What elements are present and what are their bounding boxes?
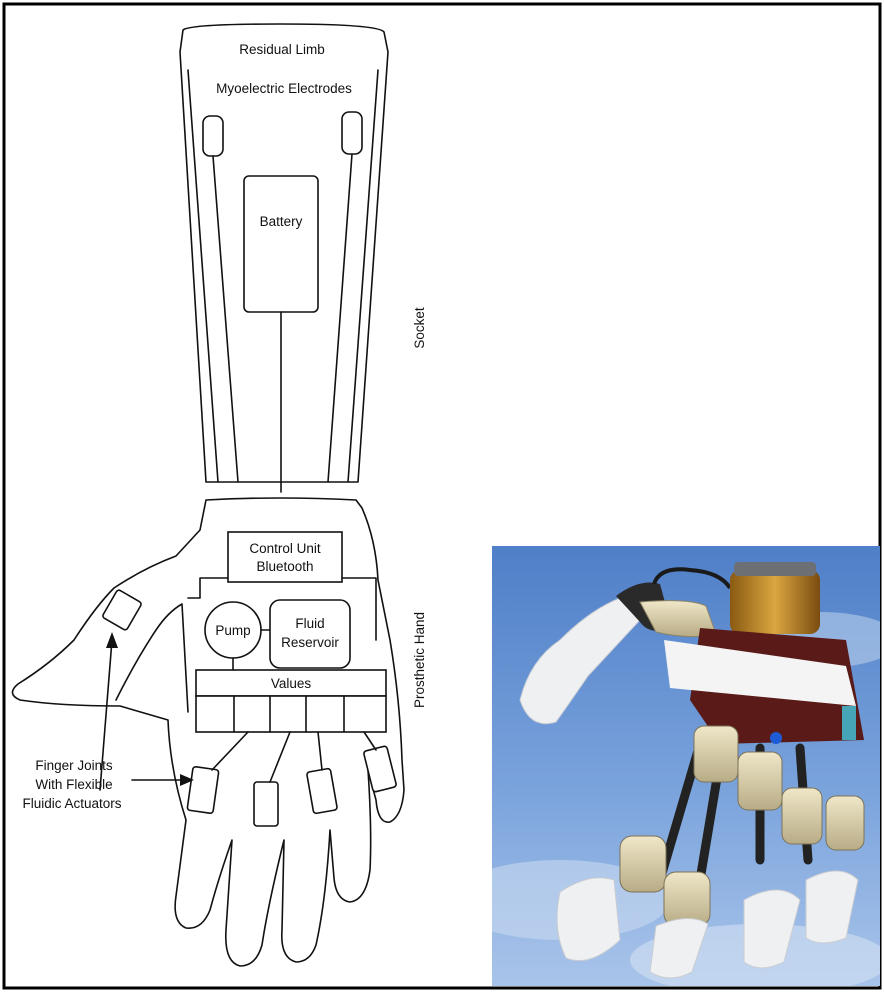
label-pump: Pump [215, 623, 250, 638]
label-values: Values [271, 676, 312, 691]
photo-joint-block [664, 872, 710, 926]
photo-blue-component [770, 732, 782, 744]
photo-joint-block [738, 752, 782, 810]
photo-housing-tag [842, 706, 856, 740]
values-cells-row [196, 696, 386, 732]
photo-reservoir [730, 570, 820, 634]
label-finger-joints: Finger Joints [35, 758, 113, 773]
label-myoelectric-electrodes: Myoelectric Electrodes [216, 81, 352, 96]
label-reservoir: Reservoir [281, 635, 339, 650]
label-with-flexible: With Flexible [35, 777, 112, 792]
label-socket: Socket [412, 307, 427, 349]
battery-box [244, 176, 318, 312]
photo-reservoir-cap [734, 562, 816, 576]
label-battery: Battery [260, 214, 303, 229]
label-bluetooth: Bluetooth [256, 559, 313, 574]
electrode-left [203, 116, 223, 156]
photo-joint-block [782, 788, 822, 844]
photo-joint-block [620, 836, 666, 892]
label-fluid: Fluid [295, 616, 324, 631]
label-control-unit: Control Unit [249, 541, 321, 556]
electrode-right [342, 112, 362, 154]
photo-joint-block [826, 796, 864, 850]
label-fluidic-actuators: Fluidic Actuators [22, 796, 121, 811]
label-residual-limb: Residual Limb [239, 42, 325, 57]
control-unit-box [228, 532, 342, 582]
robotic-hand-photo [450, 546, 884, 992]
label-prosthetic-hand: Prosthetic Hand [412, 612, 427, 708]
actuator-index [187, 766, 219, 813]
photo-fingertip [557, 878, 620, 961]
photo-joint-block [694, 726, 738, 782]
fluid-reservoir-box [270, 600, 350, 668]
actuator-middle [254, 782, 278, 826]
